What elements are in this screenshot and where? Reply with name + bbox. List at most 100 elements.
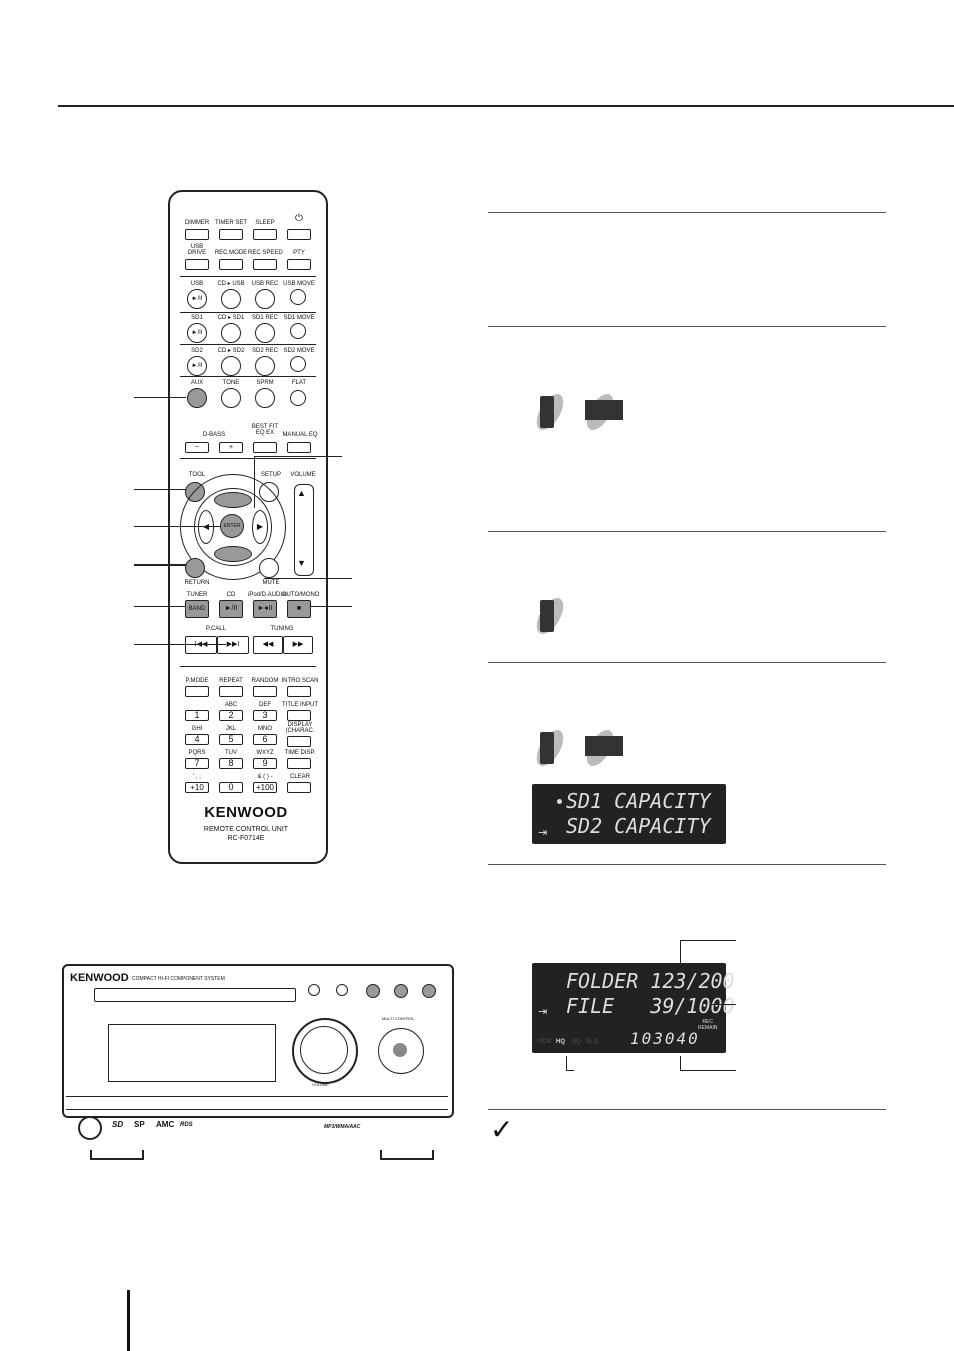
- right-arrow-button[interactable]: ▶: [252, 510, 268, 544]
- auto-mono-label: AUTO/MONO: [282, 592, 320, 598]
- key-4[interactable]: 4: [185, 734, 209, 745]
- power-button[interactable]: [287, 229, 311, 240]
- down-arrow-button[interactable]: [214, 546, 252, 562]
- cd-to-sd1-button[interactable]: [221, 323, 241, 343]
- sd1-play-button[interactable]: ►/II: [187, 323, 207, 343]
- repeat-button[interactable]: [219, 686, 243, 697]
- key-2[interactable]: 2: [219, 710, 243, 721]
- main-unit-icon: [585, 400, 623, 420]
- usb-rec-button[interactable]: [255, 289, 275, 309]
- time-disp-label: TIME DISP.: [284, 750, 316, 756]
- sd2-move-label: SD2 MOVE: [283, 348, 315, 354]
- sprm-button[interactable]: [255, 388, 275, 408]
- volume-label: VOLUME: [290, 472, 316, 478]
- aux-button[interactable]: [187, 388, 207, 408]
- source-button[interactable]: [336, 984, 348, 996]
- pty-label: PTY: [293, 250, 305, 256]
- callout-line: [134, 606, 186, 607]
- sprm-label: SPRM: [256, 380, 274, 386]
- key-plus100[interactable]: +100: [253, 782, 277, 793]
- intro-scan-label: INTRO SCAN: [281, 678, 319, 684]
- title-input-label: TITLE INPUT: [281, 702, 318, 708]
- key-9[interactable]: 9: [253, 758, 277, 769]
- cd-play-button[interactable]: ►/II: [219, 600, 243, 618]
- usb-move-button[interactable]: [290, 289, 306, 305]
- key-7[interactable]: 7: [185, 758, 209, 769]
- rds-logo: RDS: [180, 1122, 193, 1128]
- title-input-button[interactable]: [287, 710, 311, 721]
- key-3[interactable]: 3: [253, 710, 277, 721]
- sd2-move-button[interactable]: [290, 356, 306, 372]
- usb-drive-button[interactable]: [185, 259, 209, 270]
- multi-control-dial[interactable]: [378, 1028, 424, 1074]
- mode-pcm: PCM: [538, 1039, 552, 1045]
- clear-button[interactable]: [287, 782, 311, 793]
- source-button[interactable]: [308, 984, 320, 996]
- band-button[interactable]: BAND: [185, 600, 209, 618]
- time-disp-button[interactable]: [287, 758, 311, 769]
- sleep-button[interactable]: [253, 229, 277, 240]
- ipod-play-button[interactable]: ►●II: [253, 600, 277, 618]
- return-button[interactable]: [185, 558, 205, 578]
- sd1-move-label: SD1 MOVE: [283, 315, 315, 321]
- tuning-down-button[interactable]: ◀◀: [253, 636, 283, 654]
- volume-rocker[interactable]: [294, 484, 314, 576]
- remote-icon: [540, 732, 554, 764]
- aux-label: AUX: [190, 380, 204, 386]
- key-6[interactable]: 6: [253, 734, 277, 745]
- mute-button[interactable]: [259, 558, 279, 578]
- enter-button[interactable]: [393, 1043, 407, 1057]
- enter-button[interactable]: ENTER: [220, 514, 244, 538]
- cd-to-sd2-button[interactable]: [221, 356, 241, 376]
- source-button[interactable]: [366, 984, 380, 998]
- timer-set-label: TIMER SET: [214, 220, 247, 226]
- dimmer-button[interactable]: [185, 229, 209, 240]
- timer-set-button[interactable]: [219, 229, 243, 240]
- flat-button[interactable]: [290, 390, 306, 406]
- key-5[interactable]: 5: [219, 734, 243, 745]
- bestfit-button[interactable]: [253, 442, 277, 453]
- key-1[interactable]: 1: [185, 710, 209, 721]
- prev-button[interactable]: I◀◀: [185, 636, 217, 654]
- remote-brand-logo: KENWOOD: [204, 804, 288, 821]
- key-8[interactable]: 8: [219, 758, 243, 769]
- usb-play-button[interactable]: ►/II: [187, 289, 207, 309]
- tuning-up-button[interactable]: ▶▶: [283, 636, 313, 654]
- input-icon: ⇥: [538, 827, 548, 839]
- sd2-play-button[interactable]: ►/II: [187, 356, 207, 376]
- dbass-minus-button[interactable]: −: [185, 442, 209, 453]
- sd2-rec-label: SD2 REC: [251, 348, 278, 354]
- pmode-button[interactable]: [185, 686, 209, 697]
- left-arrow-button[interactable]: ◀: [198, 510, 214, 544]
- pty-button[interactable]: [287, 259, 311, 270]
- section-divider: [488, 1109, 886, 1110]
- source-button[interactable]: [422, 984, 436, 998]
- stop-button[interactable]: ■: [287, 600, 311, 618]
- random-button[interactable]: [253, 686, 277, 697]
- rec-mode-label: REC MODE: [214, 250, 248, 256]
- sd2-rec-button[interactable]: [255, 356, 275, 376]
- up-arrow-button[interactable]: [214, 492, 252, 508]
- sd1-rec-button[interactable]: [255, 323, 275, 343]
- rec-speed-button[interactable]: [253, 259, 277, 270]
- divider: [180, 344, 316, 345]
- next-button[interactable]: ▶▶I: [217, 636, 249, 654]
- dbass-plus-button[interactable]: +: [219, 442, 243, 453]
- volume-knob[interactable]: [292, 1018, 358, 1084]
- key-plus10[interactable]: +10: [185, 782, 209, 793]
- intro-scan-button[interactable]: [287, 686, 311, 697]
- bestfit-label: BEST FIT EQ EX: [251, 424, 279, 436]
- lcd-display-folder: FOLDER 123/200 FILE 39/1000 ⇥ REC REMAIN…: [532, 963, 735, 1053]
- source-button[interactable]: [394, 984, 408, 998]
- cd-to-usb-button[interactable]: [221, 289, 241, 309]
- key-0[interactable]: 0: [219, 782, 243, 793]
- sd1-move-button[interactable]: [290, 323, 306, 339]
- manual-eq-button[interactable]: [287, 442, 311, 453]
- return-label: RETURN: [184, 580, 210, 586]
- remote-model-label: RC-F0714E: [227, 835, 265, 842]
- rec-mode-button[interactable]: [219, 259, 243, 270]
- display-button[interactable]: [287, 736, 311, 747]
- random-label: RANDOM: [251, 678, 279, 684]
- divider: [180, 312, 316, 313]
- tone-button[interactable]: [221, 388, 241, 408]
